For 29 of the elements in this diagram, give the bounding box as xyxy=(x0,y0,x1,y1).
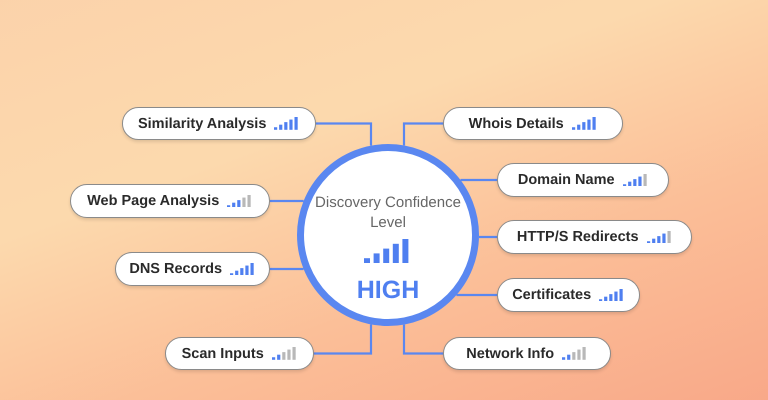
connector-line xyxy=(402,324,443,355)
factor-pill xyxy=(115,252,270,286)
factor-label: Certificates xyxy=(512,287,592,303)
connector-line xyxy=(314,324,372,355)
factor-label: Whois Details xyxy=(468,116,564,132)
factor-pill xyxy=(497,163,669,197)
factor-label: Web Page Analysis xyxy=(87,193,220,209)
confidence-level: HIGH xyxy=(356,276,420,304)
connector-line xyxy=(478,236,497,238)
factor-label: HTTP/S Redirects xyxy=(516,229,639,245)
factor-label: Similarity Analysis xyxy=(138,116,266,132)
factor-pill xyxy=(122,107,316,140)
factor-pill xyxy=(165,337,314,370)
connector-line xyxy=(316,122,372,146)
circle-title: Discovery Confidence Level xyxy=(314,193,462,233)
connector-line xyxy=(270,268,304,270)
factor-label: Network Info xyxy=(466,346,554,362)
connector-line xyxy=(460,178,497,182)
factor-pill xyxy=(497,220,692,254)
factor-pill xyxy=(443,337,611,370)
factor-pill xyxy=(443,107,623,140)
factor-label: Domain Name xyxy=(518,172,615,188)
factor-label: DNS Records xyxy=(129,261,222,277)
connector-line xyxy=(270,200,304,202)
connector-line xyxy=(402,122,443,146)
factor-pill xyxy=(70,184,270,218)
factor-label: Scan Inputs xyxy=(182,346,264,362)
connector-line xyxy=(456,294,497,296)
factor-pill xyxy=(497,278,640,312)
